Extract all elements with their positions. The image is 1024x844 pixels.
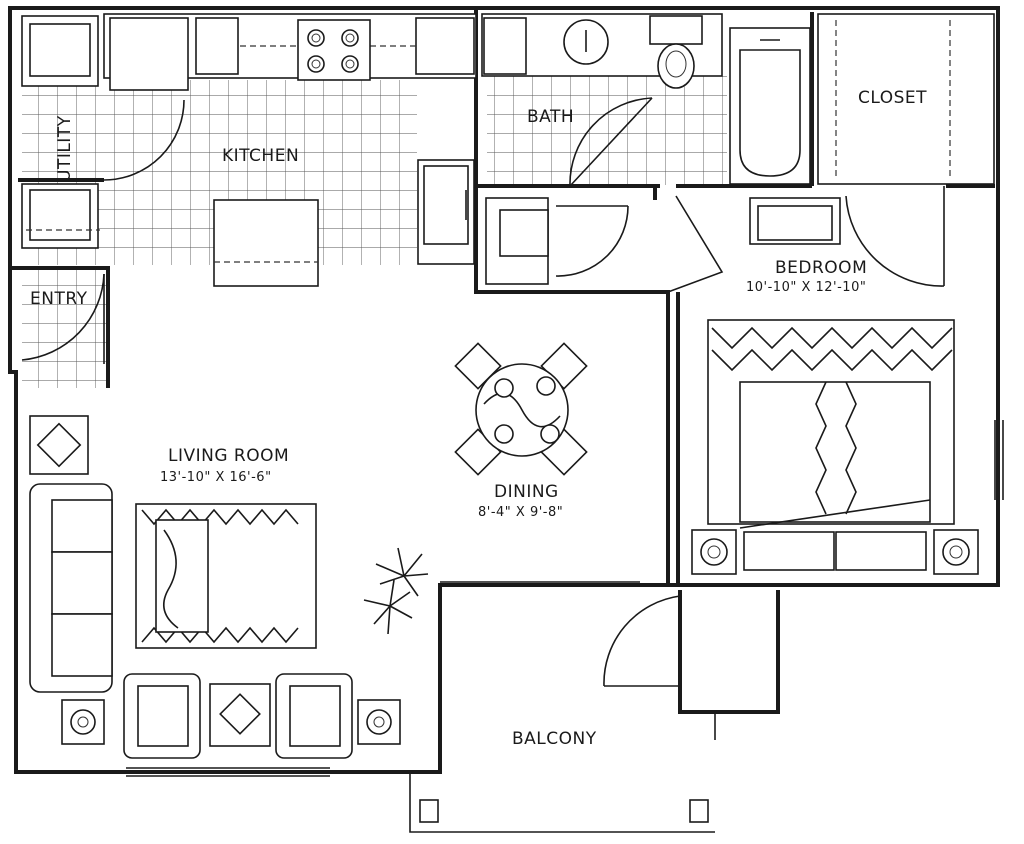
armchair-left [123,673,201,759]
dining-dimensions: 8'-4" X 9'-8" [478,505,563,520]
nightstand-right [933,529,979,575]
utility-washer-dryer [21,15,185,249]
bed [707,319,955,571]
sofa [29,483,113,693]
living-room-dimensions: 13'-10" X 16'-6" [160,470,272,485]
entry-label: ENTRY [30,289,88,309]
bath-tile-floor [487,75,727,185]
nightstand-left [691,529,737,575]
balcony-label: BALCONY [512,729,597,749]
coffee-table [209,683,271,747]
balcony-posts [419,799,709,823]
entry-door-swing [21,273,105,364]
kitchen-counter [103,13,477,91]
closet-label: CLOSET [858,88,927,108]
dining-table [454,342,588,476]
bedroom-dimensions: 10'-10" X 12'-10" [746,280,866,295]
armchair-right [275,673,353,759]
bath-door-swing [569,97,653,187]
living-room-label: LIVING ROOM [168,446,289,466]
end-table-top [29,415,89,475]
dining-label: DINING [494,482,559,502]
toilet [649,15,703,89]
bathtub [729,27,811,185]
kitchen-label: KITCHEN [222,146,299,166]
bedroom-label: BEDROOM [775,258,867,278]
bedroom-dresser [749,197,841,245]
refrigerator [417,159,475,265]
bath-label: BATH [527,107,574,127]
balcony-door-swing [603,595,681,687]
plant [363,547,429,635]
lamp-table-left [61,699,105,745]
closet-hall [485,195,724,293]
utility-label: UTILITY [55,115,75,182]
lamp-table-right [357,699,401,745]
stove [297,19,371,81]
kitchen-island [213,199,319,287]
living-rug [135,503,317,649]
closet [817,13,995,287]
walls [8,6,1004,833]
entry-tile-floor [22,270,106,388]
